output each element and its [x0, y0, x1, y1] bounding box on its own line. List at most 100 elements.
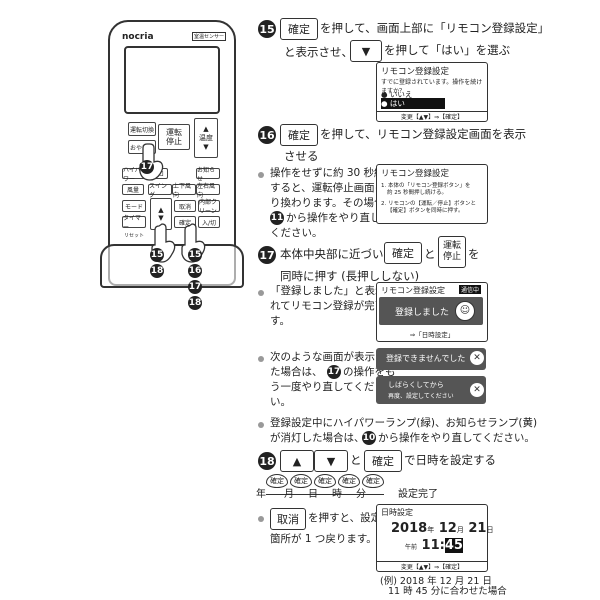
run-stop-button[interactable]: 運転 停止: [438, 236, 466, 268]
leftright-button[interactable]: 左右風向: [196, 183, 220, 199]
registration-confirm-screen: リモコン登録設定 すでに登録されています。操作を続けますか？ ● いいえ ● は…: [376, 62, 488, 122]
cancel-remote-button[interactable]: 取消: [174, 200, 196, 212]
up-button[interactable]: ▲: [280, 450, 314, 472]
step-17-note: す。: [270, 315, 290, 327]
close-icon: ✕: [470, 383, 484, 397]
and-text: と: [424, 247, 436, 261]
confirm-button[interactable]: 確定: [364, 450, 402, 472]
temp-label: 温度: [199, 134, 213, 142]
fan-button[interactable]: 風量: [122, 184, 144, 195]
bullet-icon: [258, 290, 264, 296]
screen-footer: 変更【▲▼】⇒【確定】: [377, 111, 487, 121]
screen-title: リモコン登録設定: [381, 67, 450, 77]
screen-footer: ⇒「日時設定」: [409, 331, 455, 339]
callout-16: 16: [188, 264, 202, 278]
temp-button[interactable]: ▲ 温度 ▼: [194, 118, 218, 158]
remote-display: [124, 46, 220, 114]
seq-day: 日: [308, 489, 318, 500]
failed-message: 登録できませんでした: [386, 354, 466, 363]
bullet-icon: [258, 422, 264, 428]
confirm-tag: 確定: [338, 474, 360, 488]
run-switch-button[interactable]: 運転切換: [128, 122, 156, 136]
callout-18: 18: [150, 264, 164, 278]
swing-button[interactable]: スイング: [148, 183, 172, 199]
hour-value: 11: [421, 538, 440, 553]
remote-brand: nocria: [122, 32, 154, 42]
down-button[interactable]: ▼: [314, 450, 348, 472]
retry-later-screen: しばらくしてから 再度、設定してください ✕: [376, 376, 486, 404]
step-16-note: から操作をやり直して: [286, 212, 391, 224]
step-17-note: れてリモコン登録が完了しま: [270, 300, 407, 312]
date-row: 2018年 12月 21日: [391, 521, 494, 536]
callout-15: 15: [188, 248, 202, 262]
date-time-screen: 日時設定 2018年 12月 21日 午前 11:45 変更【▲▼】⇒【確定】: [376, 504, 493, 572]
confirm-button[interactable]: 確定: [384, 242, 422, 264]
callout-17: 17: [140, 160, 154, 174]
minute-value: 45: [444, 538, 463, 553]
step-15-text: を押して「はい」を選ぶ: [384, 43, 511, 57]
step-17-text: 本体中央部に近づいて、: [280, 247, 406, 261]
step-17-note: 「登録しました」と表示さ: [270, 285, 396, 297]
year-value: 2018: [391, 521, 428, 536]
callout-17: 17: [188, 280, 202, 294]
callout-15: 15: [150, 248, 164, 262]
updown-button[interactable]: 上下風向: [172, 183, 196, 199]
step-15-text: と表示させ、: [284, 45, 353, 59]
down-arrow-icon: ▼: [158, 214, 164, 222]
smiley-icon: ☺: [455, 301, 475, 321]
month-value: 12: [438, 521, 457, 536]
example-caption: (例) 2018 年 12 月 21 日: [380, 576, 492, 587]
step-17-number: 17: [258, 246, 276, 264]
registration-complete-screen: リモコン登録設定 通信中 登録しました ☺ ⇒「日時設定」: [376, 282, 488, 342]
step-16-number: 16: [258, 126, 276, 144]
confirm-button[interactable]: 確定: [280, 124, 318, 146]
step-17-note: から操作をやり直してください。: [378, 432, 535, 444]
down-button[interactable]: ▼: [350, 40, 382, 62]
bullet-icon: [258, 172, 264, 178]
registration-instruction-screen: リモコン登録設定 1. 本体の「リモコン登録ボタン」を 約 25 秒間押し続ける…: [376, 164, 488, 224]
step-17-note: た場合は、: [270, 366, 323, 378]
temp-down-icon: ▼: [203, 143, 209, 151]
notice-button[interactable]: お知らせ: [196, 167, 220, 183]
ref-step-icon: 17: [327, 365, 341, 379]
success-message: 登録しました: [395, 308, 450, 318]
option-yes[interactable]: ● はい: [381, 98, 445, 109]
screen-line: 1. 本体の「リモコン登録ボタン」を: [381, 183, 471, 189]
arrow-pad[interactable]: ▲ ▼: [150, 198, 172, 230]
mode-button[interactable]: モード: [122, 200, 146, 212]
temp-up-icon: ▲: [203, 125, 209, 133]
step-17-note: 登録設定中にハイパワーランプ(緑)、お知らせランプ(黄): [270, 417, 538, 429]
step-16-text: させる: [284, 149, 319, 163]
registration-failed-screen: 登録できませんでした ✕: [376, 348, 486, 370]
screen-line: 2. リモコンの【運転／停止】ボタンと: [381, 201, 476, 207]
step-17-text: 同時に押す (長押ししない): [280, 269, 420, 283]
step-17-note: が消灯した場合は、: [270, 432, 365, 444]
success-message-bar: 登録しました ☺: [379, 297, 483, 325]
step-18-note: を押すと、設定: [308, 512, 382, 524]
screen-title: リモコン登録設定: [381, 286, 445, 295]
night-button[interactable]: 入/切: [198, 216, 220, 228]
timer-button[interactable]: タイマー: [122, 215, 146, 231]
step-17-note: 次のような画面が表示され: [270, 351, 396, 363]
option-no[interactable]: ● いいえ: [381, 90, 413, 99]
communicating-badge: 通信中: [458, 285, 481, 294]
confirm-tag: 確定: [266, 474, 288, 488]
retry-message: 再度、設定してください: [388, 393, 454, 400]
wo-text: を: [468, 247, 480, 261]
cancel-button[interactable]: 取消: [270, 508, 306, 530]
example-caption: 11 時 45 分に合わせた場合: [388, 586, 507, 597]
confirm-button[interactable]: 確定: [280, 18, 318, 40]
run-stop-button[interactable]: 運転 停止: [158, 124, 190, 150]
ref-step-icon: 10: [362, 431, 376, 445]
and-text: と: [350, 453, 362, 467]
confirm-tag: 確定: [290, 474, 312, 488]
clean-button[interactable]: 内部クリーン: [198, 199, 220, 215]
step-15-text: を押して、画面上部に「リモコン登録設定」: [320, 21, 550, 35]
step-18-text: で日時を設定する: [404, 453, 496, 467]
ref-step-icon: 11: [270, 211, 284, 225]
confirm-tag: 確定: [314, 474, 336, 488]
retry-message: しばらくしてから: [388, 381, 444, 389]
seq-month: 月: [284, 489, 294, 500]
seq-hour: 時: [332, 489, 342, 500]
day-value: 21: [468, 521, 487, 536]
